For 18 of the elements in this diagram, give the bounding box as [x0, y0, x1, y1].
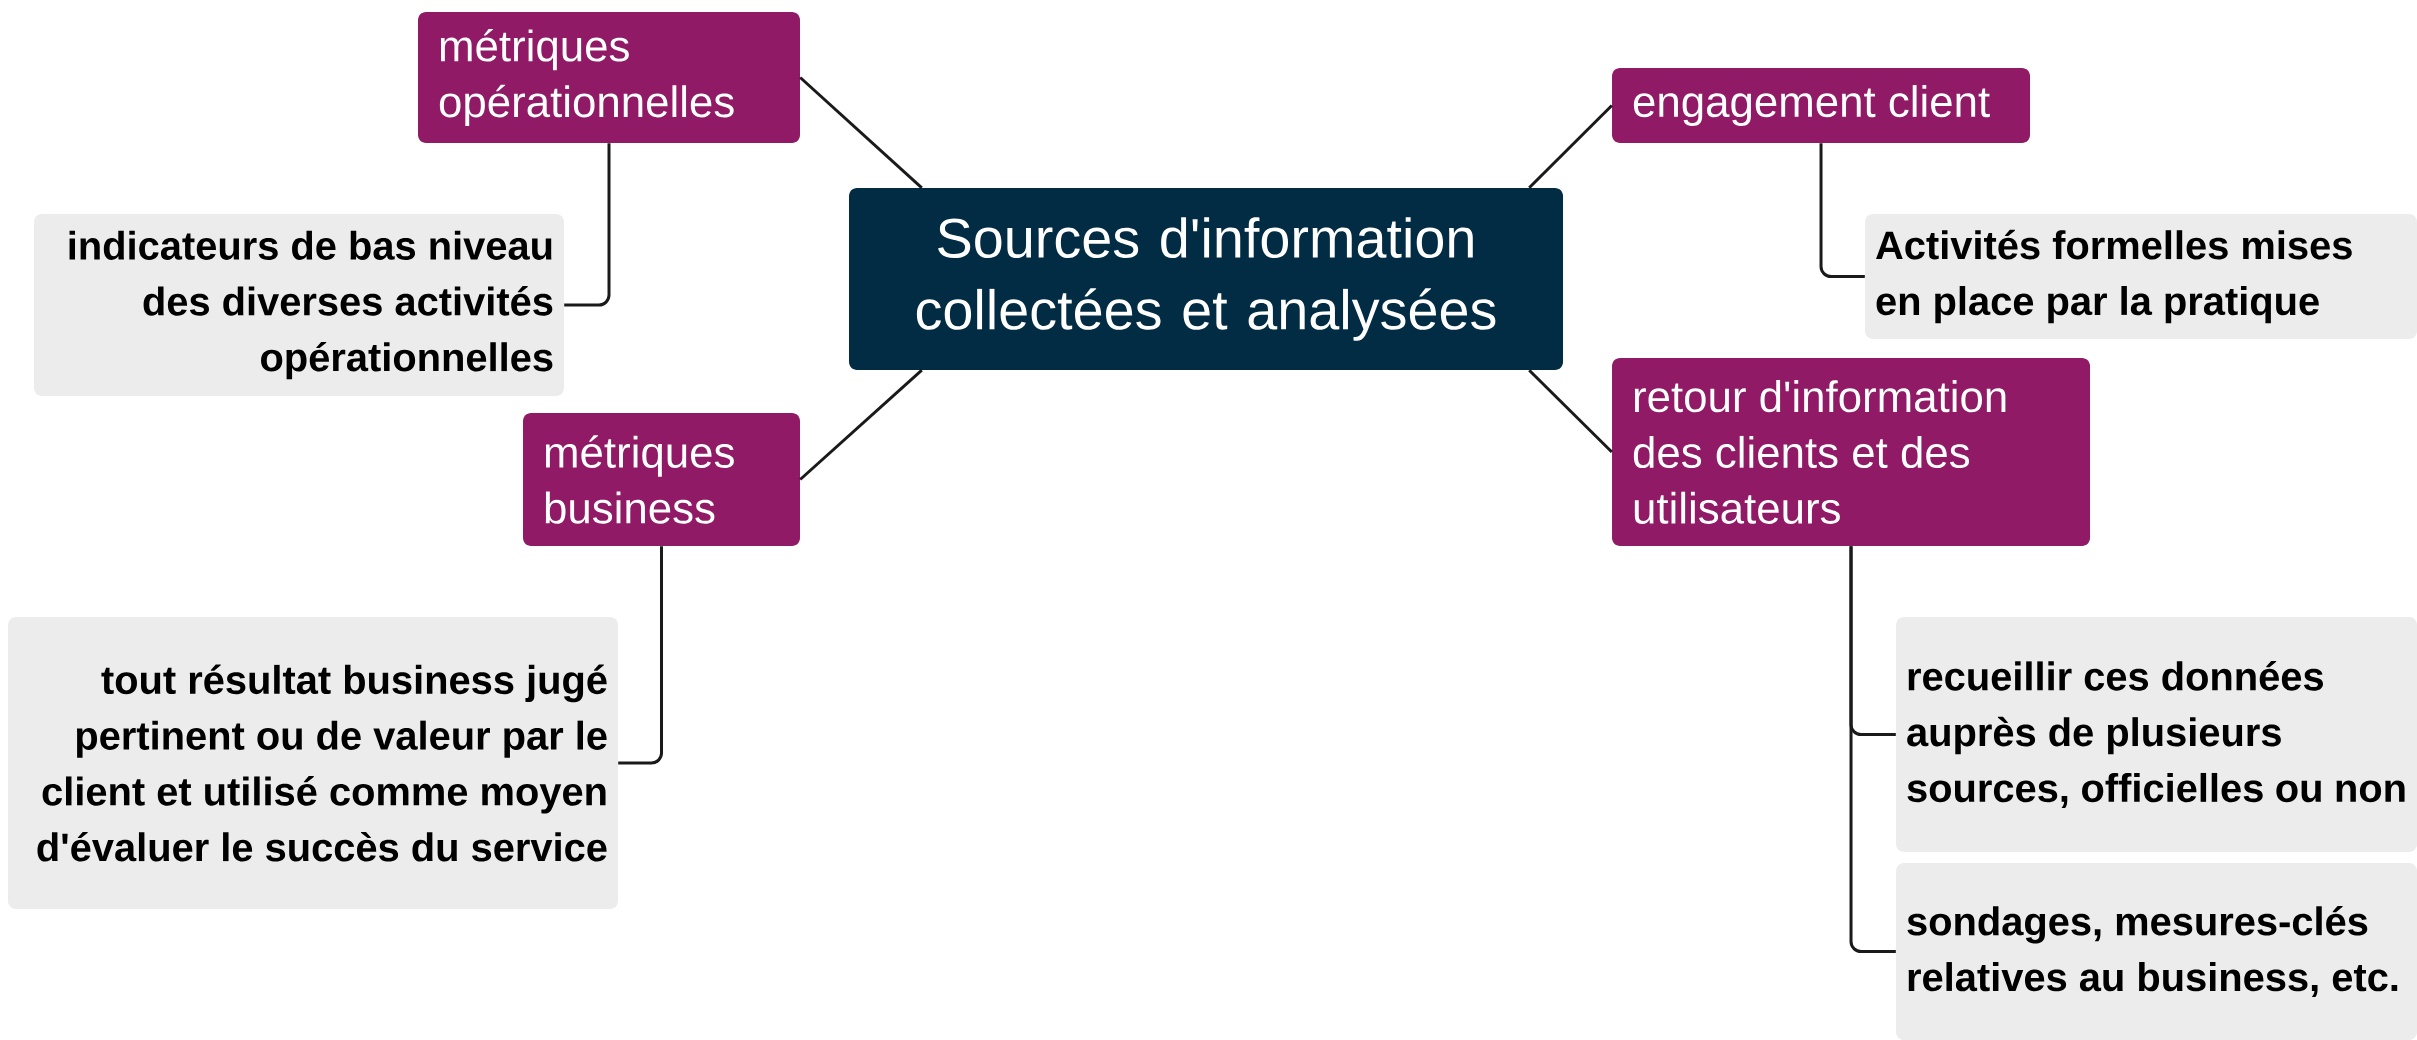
- note-box: indicateurs de bas niveau des diverses activités opérationnelles: [34, 214, 564, 396]
- note-box: Activités formelles mises en place par la pratique: [1865, 214, 2417, 339]
- connector-line: [799, 76, 923, 189]
- connector-line: [564, 143, 611, 307]
- topic-box: métriques business: [523, 413, 800, 546]
- connector-line: [1528, 104, 1613, 189]
- connector-line: [1849, 546, 1896, 953]
- note-box: recueillir ces données auprès de plusieurs sources, officielles ou non: [1896, 617, 2417, 852]
- connector-line: [618, 546, 663, 765]
- topic-box: engagement client: [1612, 68, 2031, 143]
- topic-box: métriques opérationnelles: [418, 12, 800, 143]
- note-box: tout résultat business jugé pertinent ou de valeur par le client et utilisé comme moyen d'évaluer le succès du service: [8, 617, 618, 909]
- topic-box: retour d'information des clients et des utilisateurs: [1612, 358, 2091, 546]
- note-box: sondages, mesures-clés relatives au business, etc.: [1896, 863, 2417, 1040]
- center-topic-box: Sources d'information collectées et analysées: [849, 188, 1564, 370]
- connector-line: [1819, 143, 1865, 278]
- connector-line: [799, 369, 923, 481]
- connector-line: [1528, 369, 1613, 454]
